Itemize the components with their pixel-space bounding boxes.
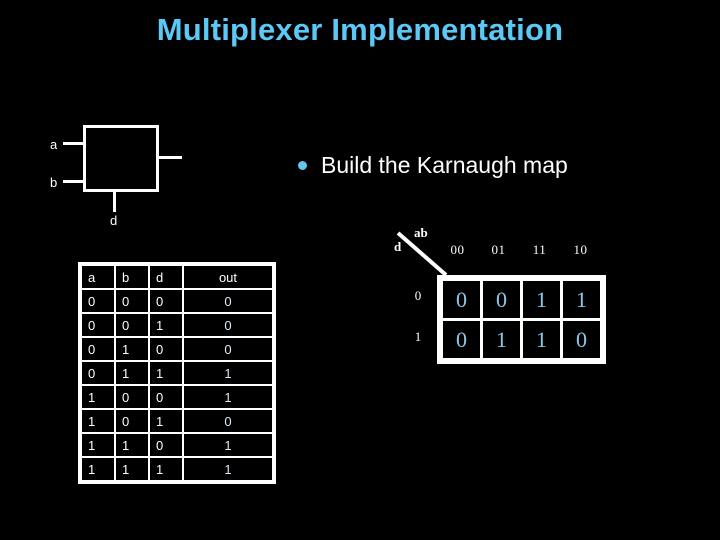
mux-box-shape xyxy=(83,125,159,192)
kmap-row-axis-label: d xyxy=(394,239,402,254)
mux-output-wire xyxy=(157,156,182,159)
mux-input-a-label: a xyxy=(50,137,58,152)
bullet-dot-icon xyxy=(298,161,307,170)
table-row: 0 1 1 1 xyxy=(82,362,272,384)
kmap-cell-d0-ab10: 1 xyxy=(563,281,600,318)
cell-a: 1 xyxy=(82,458,114,480)
kmap-axis-corner: ab d xyxy=(388,225,448,280)
karnaugh-map: ab d 00 01 11 10 0 1 0 0 1 1 0 1 1 xyxy=(388,226,613,366)
cell-b: 1 xyxy=(116,458,148,480)
cell-b: 1 xyxy=(116,338,148,360)
cell-d: 1 xyxy=(150,314,182,336)
table-row: 0 0 0 0 xyxy=(82,290,272,312)
column-header-b: b xyxy=(116,266,148,288)
cell-a: 1 xyxy=(82,410,114,432)
cell-a: 0 xyxy=(82,362,114,384)
kmap-col-header-01: 01 xyxy=(491,242,506,257)
cell-b: 0 xyxy=(116,386,148,408)
kmap-cell-d1-ab11: 1 xyxy=(523,321,560,358)
mux-input-a-wire xyxy=(63,142,85,145)
cell-b: 0 xyxy=(116,290,148,312)
cell-out: 0 xyxy=(184,410,272,432)
table-row: 0 1 0 0 xyxy=(82,338,272,360)
cell-d: 1 xyxy=(150,362,182,384)
kmap-cell-d0-ab01: 0 xyxy=(483,281,520,318)
table-row: 1 0 1 0 xyxy=(82,410,272,432)
cell-b: 0 xyxy=(116,314,148,336)
mux-select-d-wire xyxy=(113,191,116,212)
cell-b: 0 xyxy=(116,410,148,432)
cell-d: 0 xyxy=(150,338,182,360)
truth-table: a b d out 0 0 0 0 0 0 1 0 0 1 0 xyxy=(80,264,274,482)
cell-out: 0 xyxy=(184,290,272,312)
kmap-cell-d0-ab00: 0 xyxy=(443,281,480,318)
mux-select-d-label: d xyxy=(110,213,118,228)
kmap-row: 0 1 1 0 xyxy=(443,321,600,358)
table-row: 1 1 0 1 xyxy=(82,434,272,456)
kmap-row: 0 0 1 1 xyxy=(443,281,600,318)
cell-a: 1 xyxy=(82,434,114,456)
cell-a: 0 xyxy=(82,290,114,312)
page-title: Multiplexer Implementation xyxy=(156,12,564,47)
cell-out: 0 xyxy=(184,314,272,336)
kmap-column-axis-label: ab xyxy=(414,225,428,240)
kmap-col-header-11: 11 xyxy=(532,242,547,257)
column-header-out: out xyxy=(184,266,272,288)
mux-input-b-wire xyxy=(63,180,85,183)
cell-b: 1 xyxy=(116,434,148,456)
bullet-item-label: Build the Karnaugh map xyxy=(321,152,568,178)
kmap-cell-d1-ab10: 0 xyxy=(563,321,600,358)
column-header-d: d xyxy=(150,266,182,288)
cell-d: 0 xyxy=(150,434,182,456)
cell-d: 0 xyxy=(150,290,182,312)
kmap-row-headers: 0 1 xyxy=(401,275,435,357)
cell-a: 1 xyxy=(82,386,114,408)
bullet-item: Build the Karnaugh map xyxy=(298,152,568,179)
table-row: 0 0 1 0 xyxy=(82,314,272,336)
mux-input-b-label: b xyxy=(50,175,58,190)
kmap-cell-d1-ab01: 1 xyxy=(483,321,520,358)
kmap-cell-d0-ab11: 1 xyxy=(523,281,560,318)
kmap-cell-d1-ab00: 0 xyxy=(443,321,480,358)
kmap-column-headers: 00 01 11 10 xyxy=(437,242,601,258)
kmap-diagonal-divider-icon xyxy=(396,231,448,277)
cell-out: 0 xyxy=(184,338,272,360)
cell-out: 1 xyxy=(184,458,272,480)
table-row: 1 1 1 1 xyxy=(82,458,272,480)
cell-b: 1 xyxy=(116,362,148,384)
cell-a: 0 xyxy=(82,314,114,336)
truth-table-container: a b d out 0 0 0 0 0 0 1 0 0 1 0 xyxy=(78,262,276,484)
kmap-col-header-10: 10 xyxy=(573,242,588,257)
kmap-row-header-0: 0 xyxy=(414,288,422,303)
kmap-col-header-00: 00 xyxy=(450,242,465,257)
multiplexer-block-diagram: a b d xyxy=(40,108,270,238)
column-header-a: a xyxy=(82,266,114,288)
table-row: 1 0 0 1 xyxy=(82,386,272,408)
cell-out: 1 xyxy=(184,386,272,408)
cell-d: 1 xyxy=(150,410,182,432)
kmap-grid-container: 0 0 1 1 0 1 1 0 xyxy=(437,275,606,364)
table-header-row: a b d out xyxy=(82,266,272,288)
kmap-grid: 0 0 1 1 0 1 1 0 xyxy=(440,278,603,361)
cell-out: 1 xyxy=(184,362,272,384)
kmap-row-header-1: 1 xyxy=(414,329,422,344)
cell-d: 1 xyxy=(150,458,182,480)
cell-a: 0 xyxy=(82,338,114,360)
cell-out: 1 xyxy=(184,434,272,456)
cell-d: 0 xyxy=(150,386,182,408)
